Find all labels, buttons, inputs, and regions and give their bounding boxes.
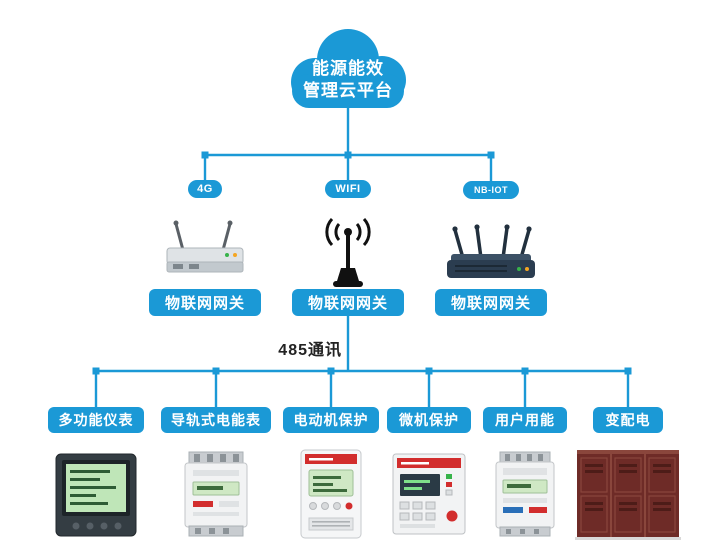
- user-energy-meter-image: [495, 451, 555, 537]
- power-distribution-cabinet-image: [575, 450, 681, 540]
- badge-4g: 4G: [188, 180, 222, 198]
- cloud-platform-label: 能源能效 管理云平台: [278, 58, 418, 102]
- endpoint-node-user-energy: 用户用能: [483, 407, 567, 433]
- din-rail-energy-meter-image: [184, 451, 248, 537]
- endpoint-node-motor-protection: 电动机保护: [283, 407, 379, 433]
- bus-485-label: 485通讯: [278, 342, 342, 359]
- endpoint-node-din-rail-meter: 导轨式电能表: [161, 407, 271, 433]
- motor-protection-device-image: [300, 449, 362, 539]
- nb-iot-router-image: [447, 224, 535, 278]
- 4g-router-image: [166, 220, 244, 273]
- cloud-icon: [291, 29, 406, 108]
- microcomputer-protection-device-image: [392, 453, 466, 535]
- gateway-node-4g: 物联网网关: [149, 289, 261, 316]
- endpoint-node-multifunction-meter: 多功能仪表: [48, 407, 144, 433]
- badge-wifi: WIFI: [325, 180, 371, 198]
- endpoint-node-micro-protection: 微机保护: [387, 407, 471, 433]
- multifunction-meter-image: [55, 453, 137, 537]
- wifi-antenna-icon: [325, 218, 371, 287]
- gateway-node-nb-iot: 物联网网关: [435, 289, 547, 316]
- cloud-label-line2: 管理云平台: [303, 81, 393, 100]
- cloud-label-line1: 能源能效: [312, 59, 384, 78]
- badge-nb-iot: NB-IOT: [463, 181, 519, 199]
- endpoint-node-power-distribution: 变配电: [593, 407, 663, 433]
- gateway-node-wifi: 物联网网关: [292, 289, 404, 316]
